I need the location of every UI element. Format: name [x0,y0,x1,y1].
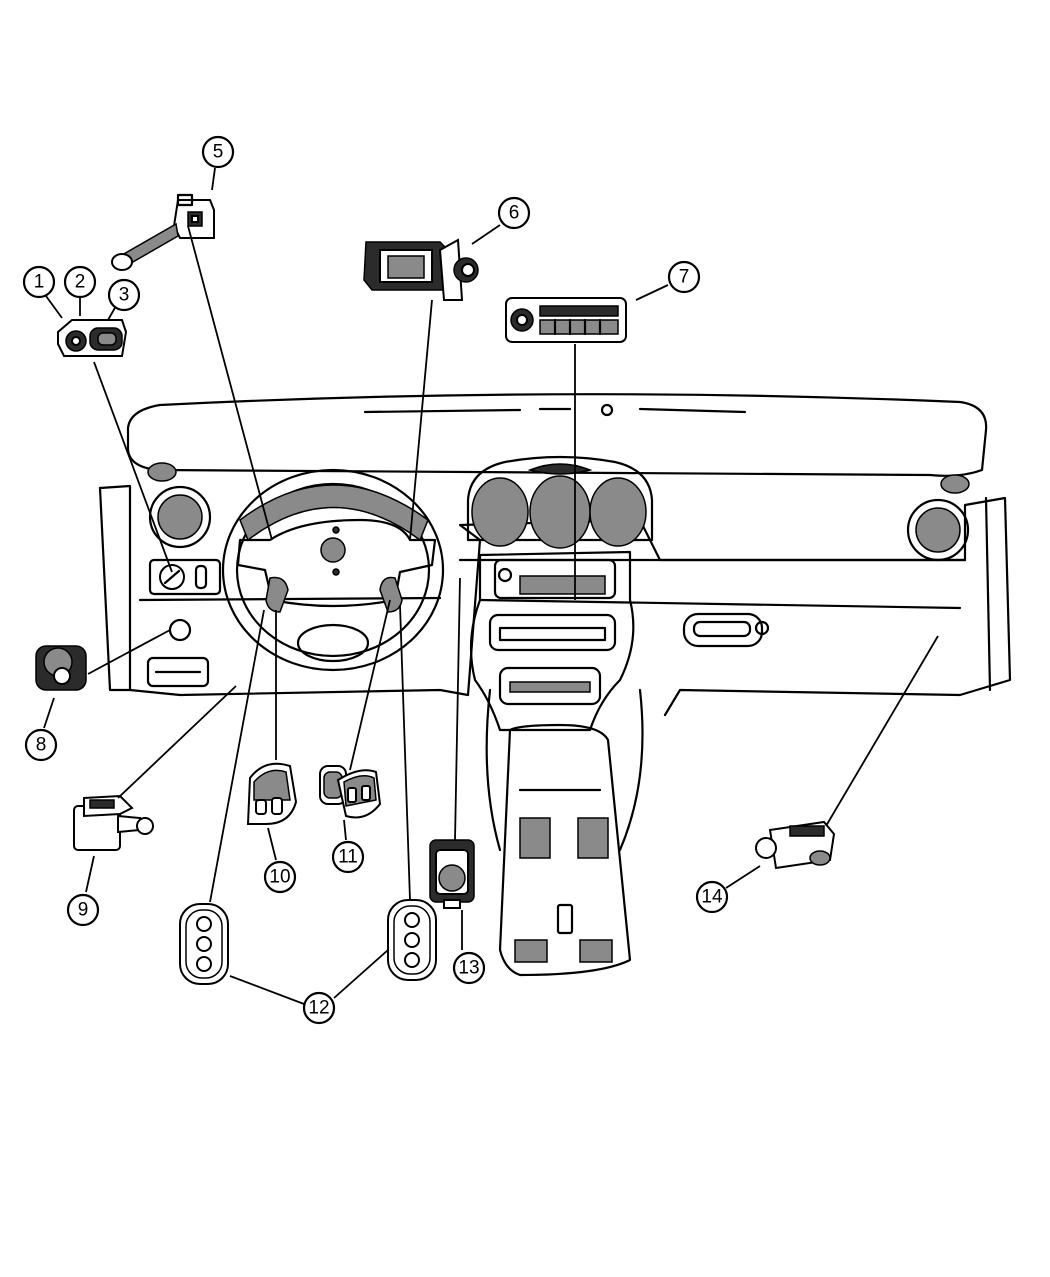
callout-11-label: 11 [338,847,358,868]
left-air-vent [148,485,212,549]
callout-12: 12 [302,991,336,1025]
glove-box-handle [682,612,770,648]
instrument-panel [98,393,1012,977]
callout-2-label: 2 [75,272,86,293]
center-console [485,688,644,977]
callout-1-label: 1 [34,272,45,293]
callout-12-label: 12 [308,998,329,1019]
callout-6-label: 6 [509,203,520,224]
part-6-ignition-switch [363,238,479,301]
part-8-switch-module [35,645,87,691]
callout-9-label: 9 [78,900,89,921]
callout-3: 3 [107,278,141,312]
part-11-steering-wheel-switch [319,765,382,819]
callout-10: 10 [263,860,297,894]
callout-8: 8 [24,728,58,762]
callout-13: 13 [452,951,486,985]
part-9-switch [73,794,154,851]
right-speaker-grille [940,474,970,494]
callout-1: 1 [22,265,56,299]
callout-13-label: 13 [458,958,479,979]
part-12-right-switch-pod [387,899,437,981]
callout-14: 14 [695,880,729,914]
center-stack [469,550,635,732]
callout-7: 7 [667,260,701,294]
part-12-left-switch-pod [179,903,229,985]
part-5-multifunction-switch [111,193,215,271]
callout-5-label: 5 [213,142,224,163]
callout-7-label: 7 [679,267,690,288]
part-14-switch [755,820,836,870]
passenger-air-vent [906,498,970,562]
left-speaker-grille [147,462,177,482]
part-1-2-3-switch-assembly [57,319,128,357]
callout-11: 11 [331,840,365,874]
instrument-cluster [466,455,654,549]
callout-5: 5 [201,135,235,169]
part-7-climate-control [505,297,627,343]
part-10-steering-wheel-switch [246,762,298,825]
steering-wheel [221,468,445,672]
leader-lines [43,167,939,1005]
callout-9: 9 [66,893,100,927]
callout-2: 2 [63,265,97,299]
callout-8-label: 8 [36,735,47,756]
callout-14-label: 14 [701,887,723,908]
callout-10-label: 10 [269,867,290,888]
part-13-switch [429,839,475,909]
callout-6: 6 [497,196,531,230]
callout-3-label: 3 [119,285,130,306]
